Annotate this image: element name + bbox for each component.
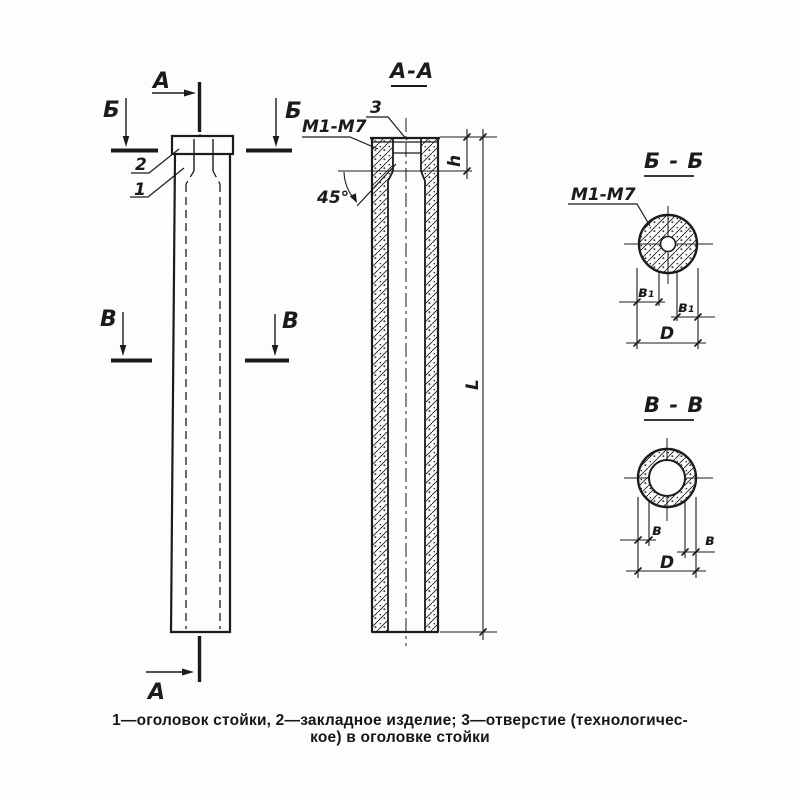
cut-plane-a-top [152,82,202,132]
embed-leader [302,136,379,150]
dim-h-label: h [445,155,465,167]
section-vv-title: В - В [644,393,704,417]
section-bb-view: Б - Б М1-М7 в₁ в₁ D [568,149,715,349]
caption-line-1: 1—оголовок стойки, 2—закладное изделие; … [112,712,688,729]
cap-internal-lines [372,141,438,154]
callout-1: 1 [134,180,146,200]
chamfer-45-line [356,163,397,207]
cut-label-a-bottom: А [146,680,165,705]
embed-label-bb: М1-М7 [571,185,636,205]
vv-dim-v-left: в [652,521,662,539]
cap-hole-edges [193,139,214,171]
arrow-down-icon [122,136,130,147]
arrow-down-icon [271,345,279,356]
figure-caption: 1—оголовок стойки, 2—закладное изделие; … [60,712,740,746]
bb-dim-d: D [660,324,674,344]
cut-plane-v [111,312,289,363]
callout-leaders [130,148,185,198]
section-bb-title: Б - Б [644,149,704,173]
cut-plane-b [111,98,292,153]
vv-dim-d: D [660,553,674,573]
callout3-leader [366,116,408,141]
arrow-down-icon [272,136,280,147]
wall-left-hatched [371,137,394,633]
bb-center-hole [659,235,677,253]
arrow-icon [349,193,357,203]
post-body [169,153,232,634]
bb-extension-lines [636,268,699,349]
callout-2: 2 [135,155,147,175]
vv-extension-lines [637,497,697,578]
bb-embed-leader [568,203,651,227]
cut-label-b-left: Б [103,98,120,123]
vv-inner-circle [648,459,686,497]
section-aa-view: А-А 3 М1-М7 45° h L [302,59,497,646]
hidden-cavity-lines [185,170,221,629]
dim-l-label: L [463,379,483,390]
cut-label-b-right: Б [285,99,302,124]
wall-right-hatched [420,137,439,633]
cut-label-a-top: А [151,69,170,94]
arrow-right-icon [184,89,196,97]
cut-label-v-left: В [100,307,117,332]
arrow-right-icon [182,668,194,676]
vv-dimension-ticks [633,535,701,576]
section-vv-view: В - В в в D [620,393,715,578]
bb-dim-v1-right: в₁ [678,298,694,316]
bb-dim-v1-left: в₁ [638,283,654,301]
caption-line-2: кое) в оголовке стойки [310,729,490,746]
section-aa-title: А-А [388,59,434,83]
post-cap [170,134,235,156]
vv-dim-v-right: в [705,531,715,549]
embed-label-aa: М1-М7 [302,117,367,137]
elevation-view: А А Б Б В В 2 1 [100,69,302,705]
callout-3: 3 [370,98,382,118]
bb-dimension-ticks [632,297,703,348]
bb-dimension-lines [619,301,715,344]
cut-label-v-right: В [282,309,299,334]
cut-plane-a-bottom [146,636,202,682]
angle-label: 45° [316,188,349,208]
dimension-ticks [462,132,488,637]
arrow-down-icon [119,345,127,356]
